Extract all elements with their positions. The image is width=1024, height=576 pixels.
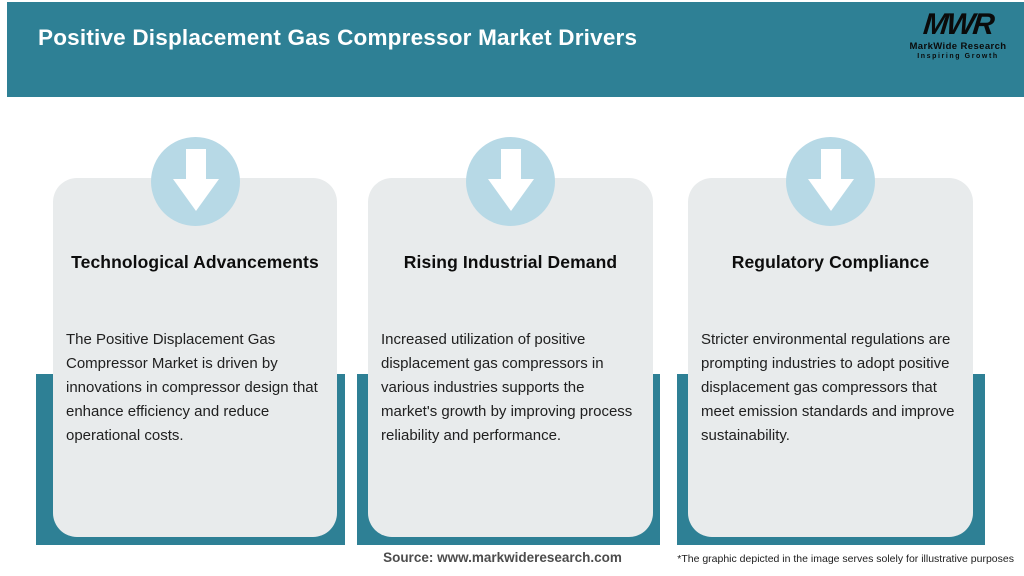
page-title: Positive Displacement Gas Compressor Mar…	[38, 25, 638, 50]
source-text: Source: www.markwideresearch.com	[383, 550, 622, 565]
down-arrow-icon	[807, 149, 854, 211]
card-description: The Positive Displacement Gas Compressor…	[66, 331, 318, 444]
down-arrow-icon	[172, 149, 219, 211]
down-arrow-badge	[466, 137, 555, 226]
card-title: Technological Advancements	[71, 252, 319, 272]
driver-card-rising-industrial-demand: Rising Industrial Demand Increased utili…	[368, 178, 653, 537]
card-title: Regulatory Compliance	[731, 252, 930, 272]
driver-card-technological-advancements: Technological Advancements The Positive …	[53, 178, 337, 537]
down-arrow-badge	[786, 137, 875, 226]
logo-acronym-icon: MWR	[921, 8, 995, 41]
driver-card-regulatory-compliance: Regulatory Compliance Stricter environme…	[688, 178, 973, 537]
logo-name: MarkWide Research	[909, 41, 1007, 52]
brand-logo: MWR MarkWide Research Inspiring Growth	[908, 8, 1008, 60]
down-arrow-badge	[151, 137, 240, 226]
disclaimer-text: *The graphic depicted in the image serve…	[677, 553, 1014, 565]
card-description: Stricter environmental regulations are p…	[701, 331, 955, 444]
down-arrow-icon	[487, 149, 534, 211]
header-bar: Positive Displacement Gas Compressor Mar…	[7, 2, 1024, 97]
logo-tagline: Inspiring Growth	[917, 53, 999, 60]
card-description: Increased utilization of positive displa…	[381, 331, 633, 444]
card-title: Rising Industrial Demand	[403, 252, 618, 272]
